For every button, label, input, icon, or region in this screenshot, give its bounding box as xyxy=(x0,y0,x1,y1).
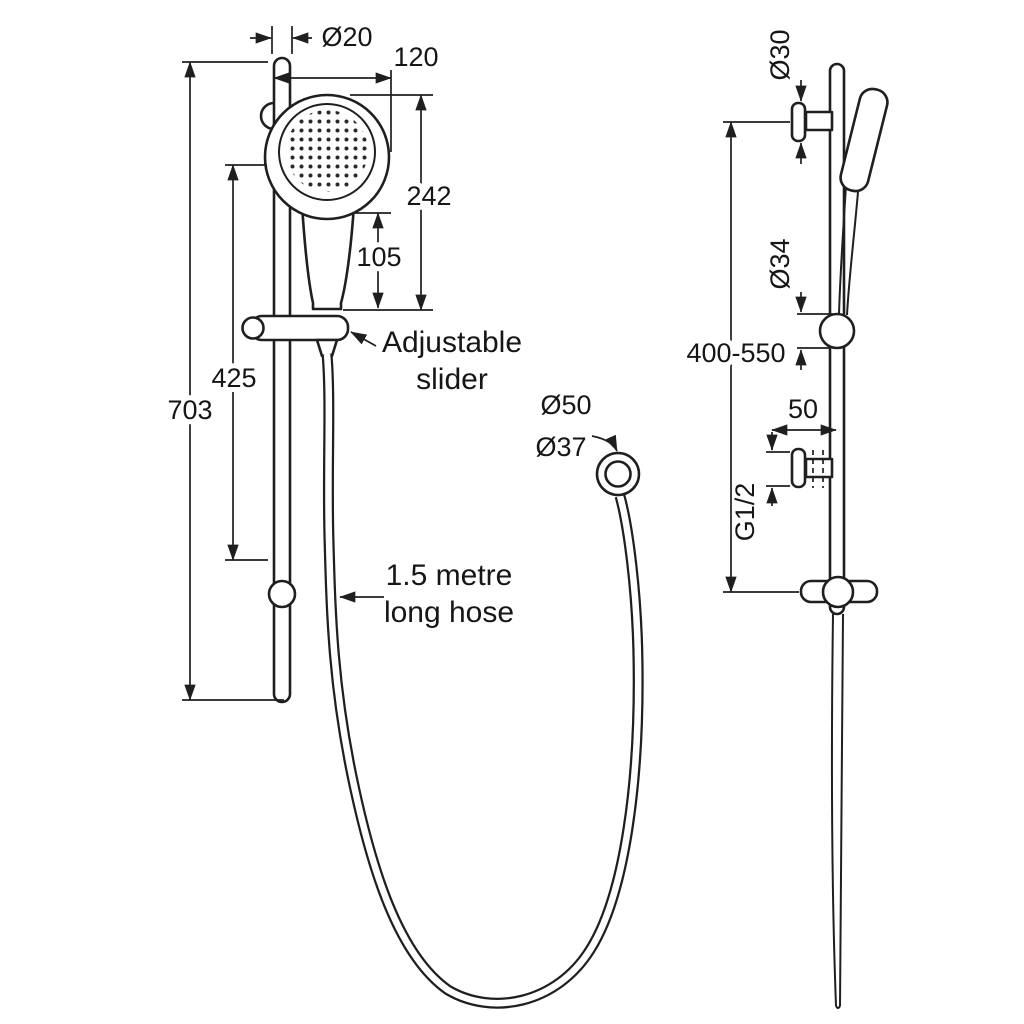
dim-bracket-diameter: Ø30 xyxy=(765,29,807,164)
dim-slider-travel: 425 xyxy=(206,164,268,561)
lower-mount xyxy=(267,579,297,609)
dim-elbow-inner-text: Ø37 xyxy=(535,432,586,462)
hand-shower-head-side xyxy=(839,87,889,193)
dim-elbow-outer-text: Ø50 xyxy=(540,390,591,420)
dim-slider-diameter: Ø34 xyxy=(765,238,833,370)
dim-handle-length-text: 105 xyxy=(356,242,401,272)
dim-head-width: 120 xyxy=(273,42,439,152)
dim-elbow-diameters: Ø50 Ø37 xyxy=(535,390,618,462)
hose-connector xyxy=(315,338,339,358)
dim-rail-diameter: Ø20 xyxy=(250,22,373,54)
hand-shower-handle xyxy=(300,203,356,311)
slider-bracket xyxy=(249,314,350,342)
hose-label-line2: long hose xyxy=(384,596,514,629)
adjustable-slider-label-line2: slider xyxy=(416,363,488,396)
dim-rail-diameter-text: Ø20 xyxy=(321,22,372,52)
adjustable-slider-label-line1: Adjustable xyxy=(382,326,522,359)
side-view: Ø30 Ø34 400-550 50 G1 xyxy=(681,29,889,1009)
hand-shower-handle-side-2 xyxy=(846,191,859,316)
slider-knob xyxy=(241,316,265,340)
dim-thread-size-text: G1/2 xyxy=(730,483,760,542)
bottom-glide xyxy=(799,575,879,609)
hose-elbow-inner xyxy=(604,460,632,488)
dim-head-length-text: 242 xyxy=(406,181,451,211)
dim-head-width-text: 120 xyxy=(393,42,438,72)
dim-slider-travel-text: 425 xyxy=(211,363,256,393)
dim-mounting-range-text: 400-550 xyxy=(686,338,785,368)
front-view: Ø20 120 242 105 425 xyxy=(162,22,644,1009)
label-adjustable-slider: Adjustable slider xyxy=(350,326,522,396)
dim-wall-offset-text: 50 xyxy=(788,394,818,424)
dim-head-length: 242 xyxy=(343,94,457,311)
dim-bracket-diameter-text: Ø30 xyxy=(765,29,795,80)
spray-face-rim xyxy=(278,103,376,201)
shower-rail-front xyxy=(272,56,292,704)
wall-bracket-top xyxy=(790,101,834,143)
label-hose-length: 1.5 metre long hose xyxy=(339,559,514,629)
wall-bracket-bottom xyxy=(790,447,834,489)
dim-rail-length-text: 703 xyxy=(167,395,212,425)
hose-label-line1: 1.5 metre xyxy=(386,559,513,592)
hand-shower-handle-side xyxy=(838,185,847,316)
hose xyxy=(321,353,644,1009)
dim-handle-length: 105 xyxy=(351,212,407,309)
dim-rail-length: 703 xyxy=(162,61,284,701)
slider-side xyxy=(818,312,856,350)
dim-mounting-range: 400-550 xyxy=(681,121,799,593)
hose-side xyxy=(831,613,844,1009)
spray-face xyxy=(286,110,368,192)
dim-wall-offset: 50 xyxy=(771,394,837,450)
dim-slider-diameter-text: Ø34 xyxy=(765,238,795,289)
dim-thread-size: G1/2 xyxy=(730,432,790,541)
